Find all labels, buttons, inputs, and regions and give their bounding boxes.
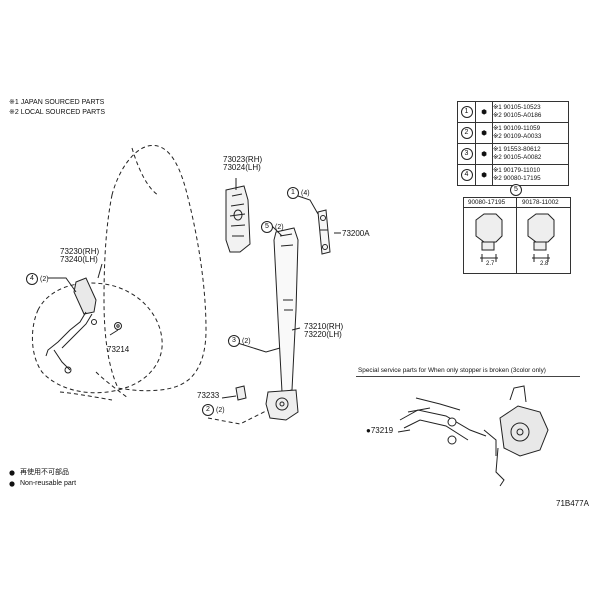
part-number: ※2 90105-A0186 bbox=[493, 112, 542, 119]
part-number: ※2 90080-17195 bbox=[493, 175, 541, 182]
callout-1: 1 bbox=[460, 106, 473, 118]
part-number: ※1 90105-10523 bbox=[493, 104, 541, 111]
bolt-icon: ⬢ bbox=[481, 129, 487, 137]
bolt-icon: ⬢ bbox=[481, 150, 487, 158]
part-number: ※1 91553-80612 bbox=[493, 146, 541, 153]
nonreusable-bullet-icon-2 bbox=[9, 481, 15, 487]
legend-en: Non-reusable part bbox=[20, 480, 77, 487]
fastener-row: 2 ⬢ ※1 90109-11059※2 90109-A0033 bbox=[457, 122, 569, 144]
callout-1-qty: (4) bbox=[301, 190, 310, 197]
stopper-retractor-part bbox=[499, 405, 549, 457]
seat-cushion-outline bbox=[31, 282, 163, 394]
seat-back-outline bbox=[103, 144, 207, 392]
belt-label: 73210(RH) 73220(LH) bbox=[304, 322, 344, 340]
spacer-table: 90080-17195 90178-11002 2.7 2.8 bbox=[463, 197, 571, 274]
spacer-right-part: 90178-11002 bbox=[522, 199, 559, 206]
callout-3-qty: (2) bbox=[242, 338, 251, 345]
callout-2-qty: (2) bbox=[216, 407, 225, 414]
callout-4-qty: (2) bbox=[40, 276, 49, 283]
special-service-note: Special service parts for When only stop… bbox=[358, 367, 546, 374]
spacer-left-part: 90080-17195 bbox=[468, 199, 506, 206]
fastener-row: 3 ⬢ ※1 91553-80612※2 90105-A0082 bbox=[457, 143, 569, 165]
part-number: ※2 90109-A0033 bbox=[493, 133, 542, 140]
trim-cover-part bbox=[225, 185, 251, 253]
part-number: ※1 90179-11010 bbox=[493, 167, 541, 174]
nut-icon: ⬢ bbox=[481, 171, 487, 179]
spacer-left-dim: 2.7 bbox=[486, 261, 495, 267]
callout-3-drawing: 3 bbox=[228, 335, 240, 347]
buckle-part-label: 73214 bbox=[107, 345, 130, 354]
callout-4-drawing: 4 bbox=[26, 273, 38, 285]
bolt-icon: ⬢ bbox=[481, 108, 487, 116]
callout-3: 3 bbox=[460, 148, 473, 160]
adjuster-part bbox=[317, 209, 331, 255]
figure-id: 71B477A bbox=[556, 499, 589, 508]
anchor-cover-part bbox=[235, 385, 247, 401]
anchor-cover-label: 73233 bbox=[197, 391, 220, 400]
nonreusable-bullet-icon bbox=[9, 470, 15, 476]
callout-5-qty: (2) bbox=[275, 224, 284, 231]
trim-cover-label: 73023(RH) 73024(LH) bbox=[223, 155, 263, 173]
fastener-row: 1 ⬢ ※1 90105-10523※2 90105-A0186 bbox=[457, 101, 569, 123]
washer-part bbox=[114, 322, 122, 330]
callout-1-drawing: 1 bbox=[287, 187, 299, 199]
spacer-right-drawing bbox=[527, 213, 555, 262]
callout-5-spacer: 5 bbox=[510, 184, 522, 196]
fastener-row: 4 ⬢ ※1 90179-11010※2 90080-17195 bbox=[457, 164, 569, 186]
part-number: ※1 90109-11059 bbox=[493, 125, 541, 132]
callout-4: 4 bbox=[460, 169, 473, 181]
buckle-label: 73230(RH) 73240(LH) bbox=[60, 247, 100, 265]
special-service-area bbox=[356, 376, 580, 484]
local-sourced-note: ※2 LOCAL SOURCED PARTS bbox=[9, 109, 105, 116]
callout-2: 2 bbox=[460, 127, 473, 139]
callout-2-drawing: 2 bbox=[202, 404, 214, 416]
fastener-table: 1 ⬢ ※1 90105-10523※2 90105-A0186 2 ⬢ ※1 … bbox=[457, 101, 569, 186]
part-number: ※2 90105-A0082 bbox=[493, 154, 542, 161]
spacer-right-dim: 2.8 bbox=[540, 261, 549, 267]
retractor-part bbox=[265, 389, 299, 421]
japan-sourced-note: ※1 JAPAN SOURCED PARTS bbox=[9, 99, 105, 106]
spacer-left-drawing bbox=[475, 213, 503, 262]
legend-jp: 再使用不可部品 bbox=[20, 469, 69, 476]
callout-5-drawing: 5 bbox=[261, 221, 273, 233]
buckle-part bbox=[73, 277, 97, 315]
stopper-label: ●73219 bbox=[366, 426, 394, 435]
adjuster-label: 73200A bbox=[342, 229, 370, 238]
